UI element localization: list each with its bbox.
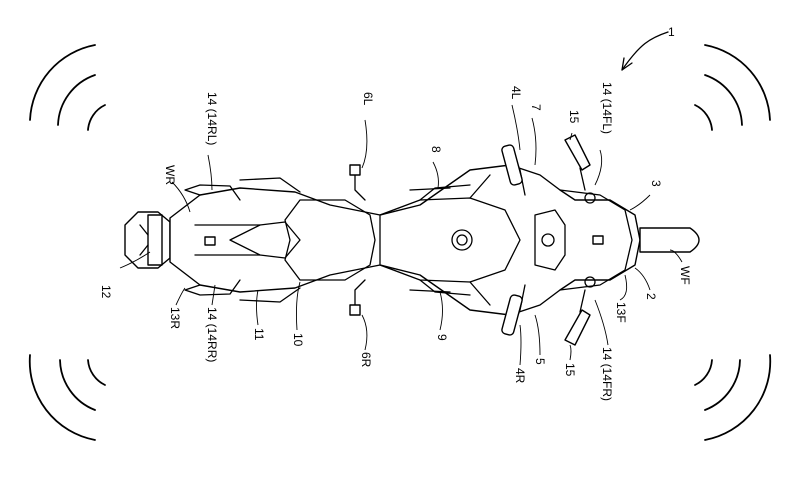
label-4r: 4R xyxy=(513,368,527,384)
radar-waves-rear-left xyxy=(30,45,105,130)
label-3: 3 xyxy=(649,180,663,187)
radar-waves-front-left xyxy=(695,45,770,130)
label-15-bottom: 15 xyxy=(563,363,577,377)
label-7: 7 xyxy=(529,104,543,111)
label-8: 8 xyxy=(429,146,443,153)
label-wf: WF xyxy=(678,266,692,285)
radar-waves-front-right xyxy=(695,355,770,440)
front-camera xyxy=(593,236,603,244)
label-10: 10 xyxy=(291,333,305,347)
peg-left xyxy=(350,165,360,175)
label-11: 11 xyxy=(252,328,266,341)
label-14fl: 14 (14FL) xyxy=(600,82,614,134)
label-13f: 13F xyxy=(614,302,628,323)
label-2: 2 xyxy=(644,293,658,300)
label-5: 5 xyxy=(533,358,547,365)
tail-light xyxy=(148,215,162,265)
motorcycle-outline xyxy=(170,165,640,315)
label-14rl: 14 (14RL) xyxy=(205,92,219,145)
label-4l: 4L xyxy=(509,86,523,100)
label-wr: WR xyxy=(163,165,177,185)
peg-right xyxy=(350,305,360,315)
mirror-left xyxy=(565,135,590,170)
mirror-right xyxy=(565,310,590,345)
rear-camera xyxy=(205,237,215,245)
radar-waves-rear-right xyxy=(30,355,105,440)
label-fig-number: 1 xyxy=(668,25,675,39)
label-6r: 6R xyxy=(359,352,373,368)
label-9: 9 xyxy=(435,334,449,341)
label-15-top: 15 xyxy=(567,110,581,124)
label-14rr: 14 (14RR) xyxy=(205,307,219,362)
label-6l: 6L xyxy=(361,92,375,106)
label-14fr: 14 (14FR) xyxy=(600,347,614,401)
front-wheel xyxy=(640,228,699,252)
label-12: 12 xyxy=(99,285,113,299)
label-13r: 13R xyxy=(168,307,182,329)
figure-reference-arrow xyxy=(622,32,668,70)
